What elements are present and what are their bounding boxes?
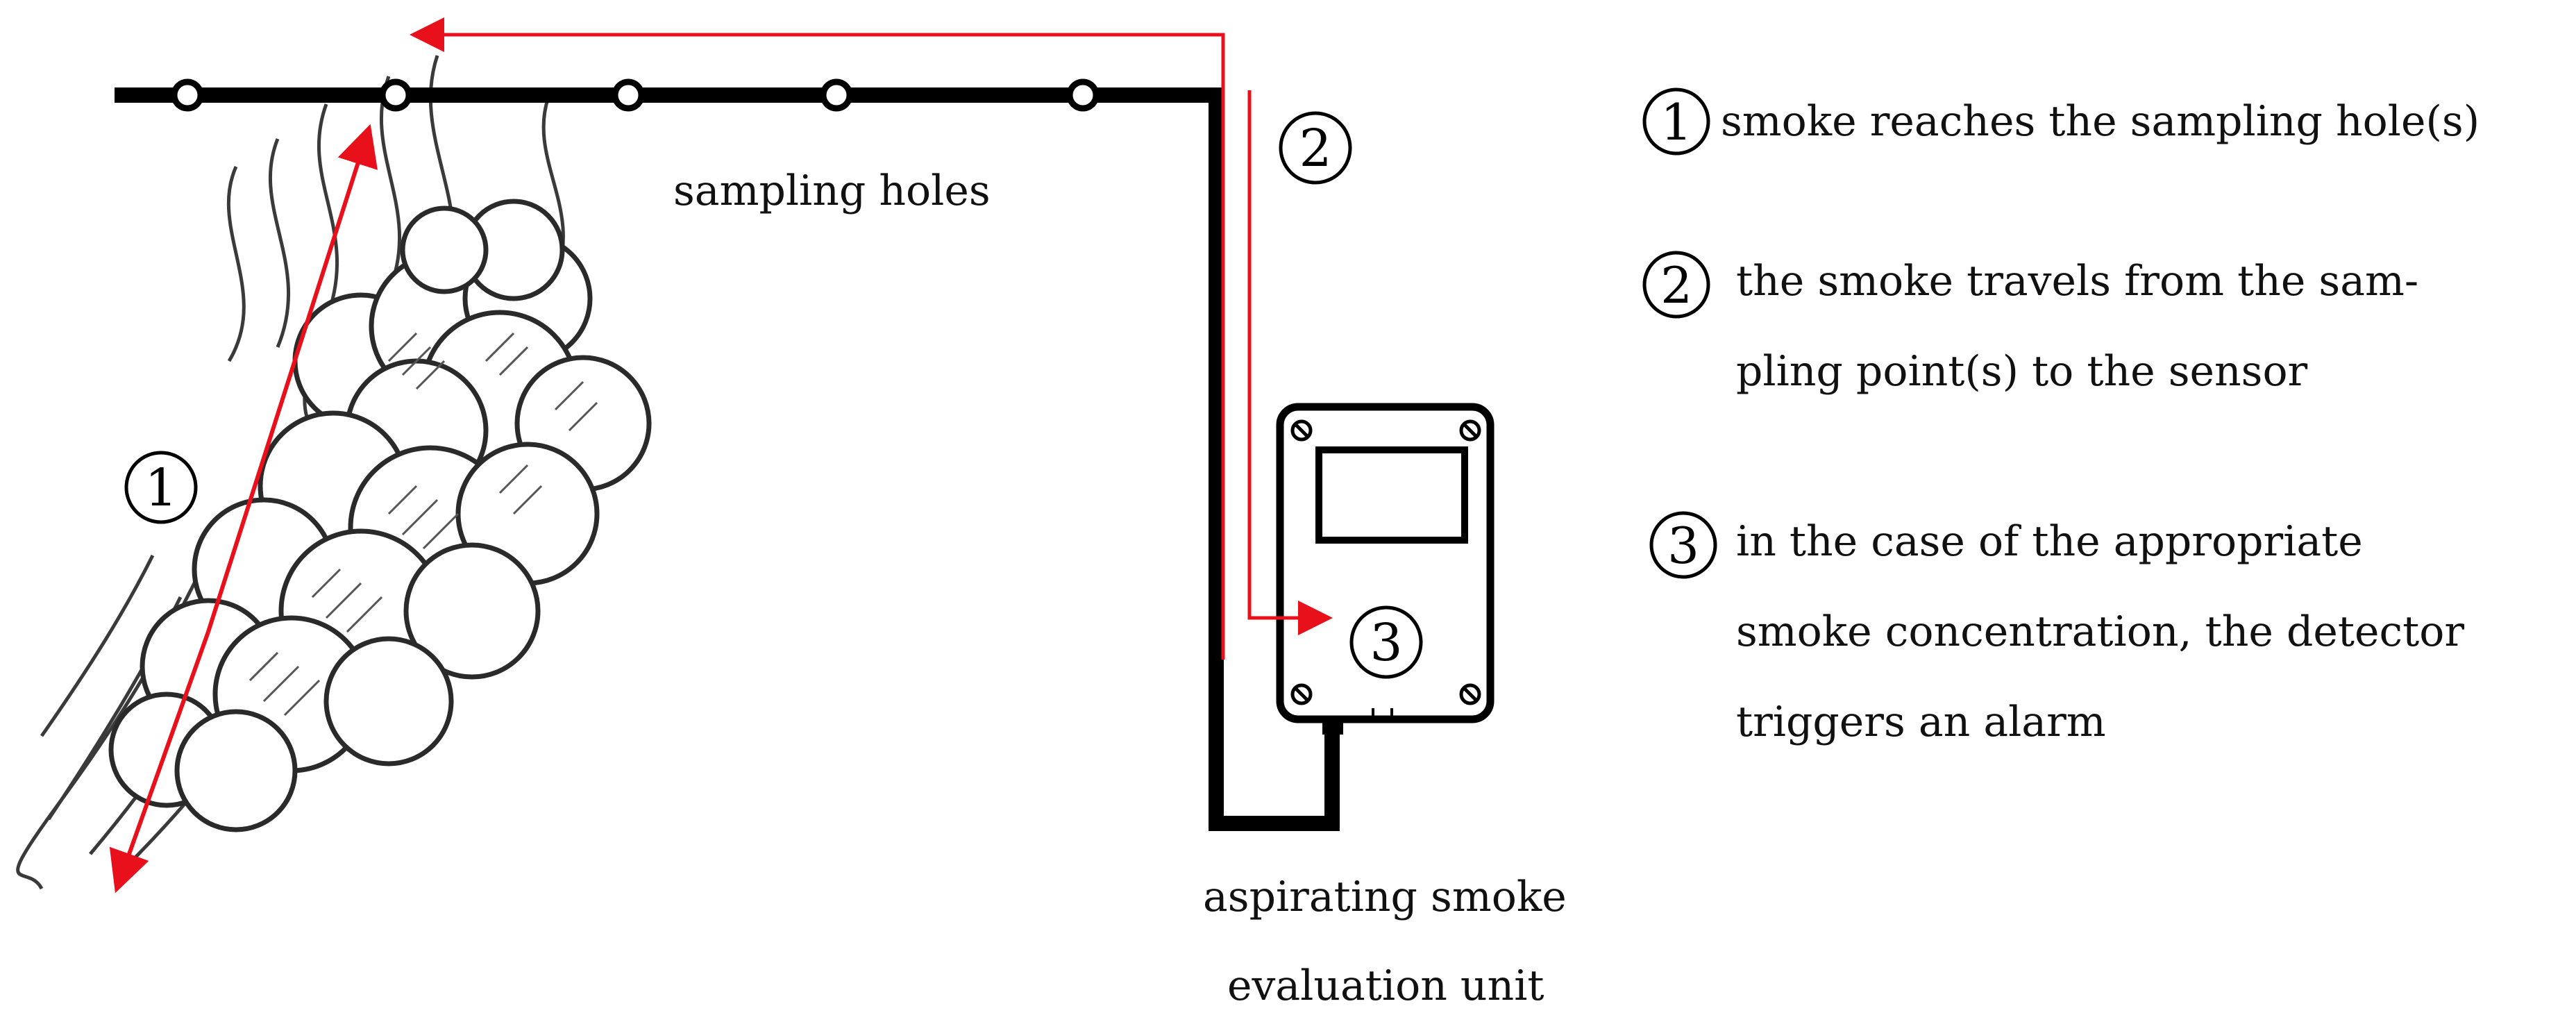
sampling-holes <box>171 78 1100 112</box>
rise-arrow <box>206 124 378 633</box>
marker-2-number: 2 <box>1299 119 1331 178</box>
sampling-hole <box>820 78 853 112</box>
marker-1: 1 <box>124 451 198 524</box>
unit-screws <box>1290 419 1481 705</box>
sampling-hole <box>171 78 204 112</box>
rise-arrow-down <box>109 630 210 894</box>
legend-line: in the case of the appropriate <box>1736 517 2363 566</box>
unit-label-line-2: evaluation unit <box>1227 962 1544 1010</box>
sampling-hole <box>1066 78 1100 112</box>
unit-connector <box>1322 719 1343 735</box>
legend-marker-2-number: 2 <box>1660 256 1692 315</box>
marker-3-number: 3 <box>1370 613 1402 673</box>
legend-item-2: 2 the smoke travels from the sam- pling … <box>1642 236 2418 417</box>
legend-marker-3: 3 <box>1649 510 1718 580</box>
legend-text-3: in the case of the appropriate smoke con… <box>1736 496 2464 767</box>
transport-arrow-bottom <box>1247 90 1333 635</box>
legend-marker-3-number: 3 <box>1667 517 1699 575</box>
legend-line: smoke reaches the sampling hole(s) <box>1721 97 2480 146</box>
legend-line: smoke concentration, the detector <box>1736 608 2465 656</box>
sampling-hole <box>612 78 645 112</box>
legend-line: triggers an alarm <box>1736 698 2106 746</box>
legend-marker-1-number: 1 <box>1660 93 1692 151</box>
legend-text-1: smoke reaches the sampling hole(s) <box>1721 87 2480 156</box>
marker-3: 3 <box>1349 605 1423 679</box>
unit-vents <box>1372 708 1393 719</box>
marker-1-number: 1 <box>144 458 177 518</box>
legend-item-3: 3 in the case of the appropriate smoke c… <box>1649 496 2464 767</box>
legend-marker-1: 1 <box>1642 87 1711 156</box>
smoke-hatching <box>249 332 598 717</box>
legend-line: the smoke travels from the sam- <box>1736 257 2419 305</box>
legend-marker-2: 2 <box>1642 250 1711 319</box>
evaluation-unit <box>1276 403 1495 735</box>
sampling-hole <box>379 78 412 112</box>
legend-text-2: the smoke travels from the sam- pling po… <box>1736 236 2418 417</box>
legend-item-1: 1 smoke reaches the sampling hole(s) <box>1642 87 2480 156</box>
marker-2: 2 <box>1279 111 1352 185</box>
transport-arrow-top <box>410 17 1225 660</box>
unit-display <box>1315 446 1468 544</box>
unit-label-line-1: aspirating smoke <box>1203 873 1567 921</box>
smoke-clouds <box>108 199 652 832</box>
legend-line: pling point(s) to the sensor <box>1736 347 2308 396</box>
sampling-holes-label: sampling holes <box>673 167 991 215</box>
smoke-plume <box>16 55 652 890</box>
